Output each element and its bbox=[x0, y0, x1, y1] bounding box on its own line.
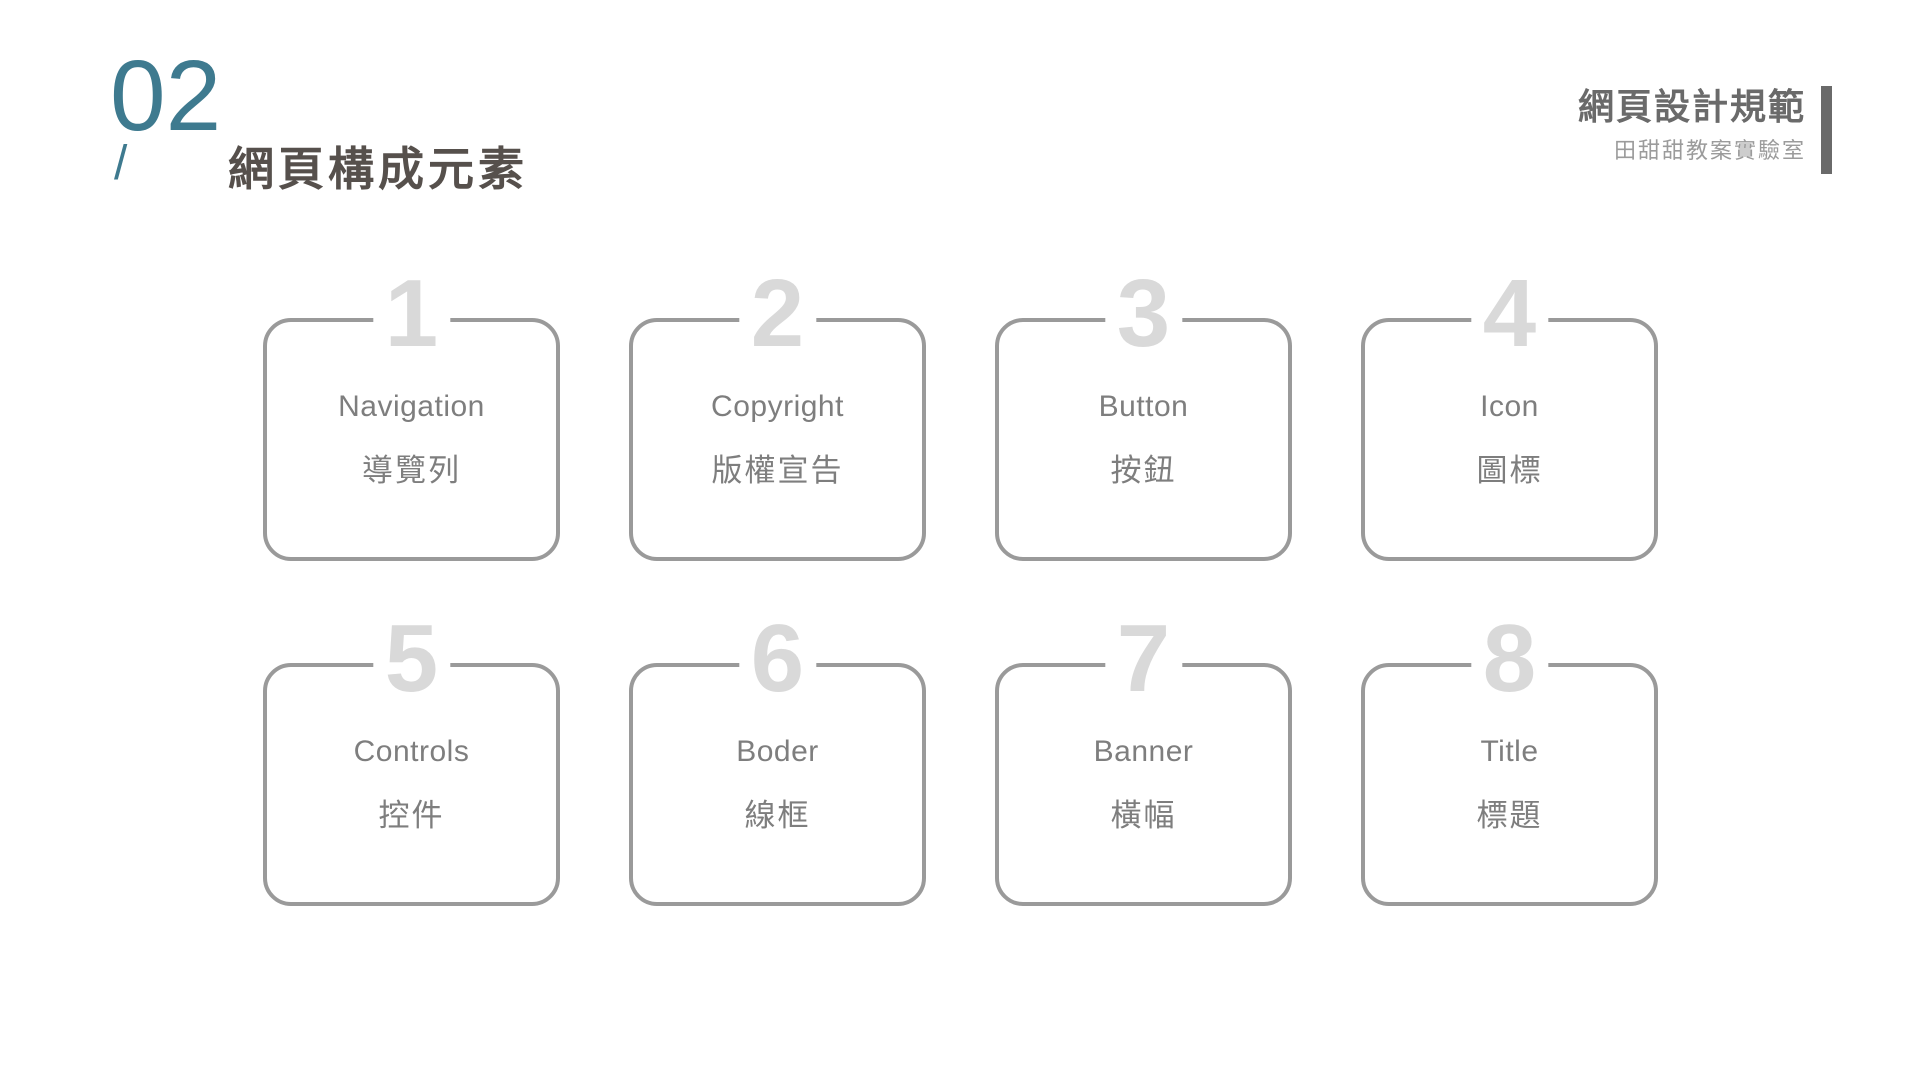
section-number: 02 bbox=[110, 40, 222, 152]
card-number: 2 bbox=[738, 266, 817, 362]
card-number: 3 bbox=[1104, 266, 1183, 362]
card-label-en: Icon bbox=[1480, 389, 1539, 423]
card-label-en: Button bbox=[1098, 389, 1189, 423]
header-vertical-bar bbox=[1821, 86, 1832, 174]
card-controls: 5 Controls 控件 bbox=[263, 611, 560, 906]
card-banner: 7 Banner 橫幅 bbox=[995, 611, 1292, 906]
card-border: 6 Boder 線框 bbox=[629, 611, 926, 906]
card-label-en: Copyright bbox=[711, 389, 844, 423]
card-button: 3 Button 按鈕 bbox=[995, 266, 1292, 561]
card-number: 7 bbox=[1104, 611, 1183, 707]
card-label-en: Banner bbox=[1093, 734, 1194, 768]
card-number: 8 bbox=[1470, 611, 1549, 707]
card-label-zh: 按鈕 bbox=[1110, 452, 1177, 488]
doc-title: 網頁設計規範 bbox=[1577, 86, 1806, 127]
card-label-en: Navigation bbox=[338, 389, 485, 423]
card-icon: 4 Icon 圖標 bbox=[1361, 266, 1658, 561]
header-text-block: 網頁設計規範 田甜甜教案實驗室 bbox=[1578, 86, 1806, 174]
card-label-zh: 版權宣告 bbox=[711, 452, 844, 488]
page-title: 網頁構成元素 bbox=[228, 143, 528, 195]
doc-subtitle: 田甜甜教案實驗室 bbox=[1613, 138, 1806, 164]
card-title: 8 Title 標題 bbox=[1361, 611, 1658, 906]
card-label-zh: 控件 bbox=[378, 797, 445, 833]
card-label-en: Boder bbox=[736, 734, 819, 768]
card-number: 4 bbox=[1470, 266, 1549, 362]
card-number: 1 bbox=[372, 266, 451, 362]
card-number: 5 bbox=[372, 611, 451, 707]
card-label-zh: 導覽列 bbox=[362, 452, 461, 488]
header-right: 網頁設計規範 田甜甜教案實驗室 bbox=[1578, 86, 1832, 174]
card-navigation: 1 Navigation 導覽列 bbox=[263, 266, 560, 561]
card-label-en: Title bbox=[1480, 734, 1539, 768]
card-label-zh: 線框 bbox=[744, 797, 811, 833]
cards-grid: 1 Navigation 導覽列 2 Copyright 版權宣告 3 Butt… bbox=[263, 266, 1658, 906]
card-label-zh: 標題 bbox=[1476, 797, 1543, 833]
card-label-en: Controls bbox=[353, 734, 470, 768]
card-number: 6 bbox=[738, 611, 817, 707]
slash-mark: / bbox=[114, 137, 128, 190]
card-copyright: 2 Copyright 版權宣告 bbox=[629, 266, 926, 561]
card-label-zh: 圖標 bbox=[1476, 452, 1543, 488]
card-label-zh: 橫幅 bbox=[1110, 797, 1177, 833]
